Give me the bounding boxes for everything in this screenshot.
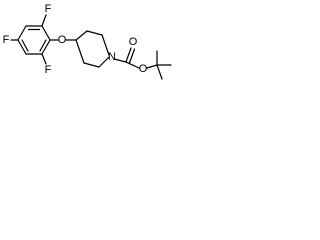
bond-c-f-bottom — [41, 53, 47, 65]
atom-label-ring-nitrogen: N — [108, 51, 116, 63]
piperidine-ring — [75, 30, 110, 68]
atom-label-fluorine-left: F — [3, 34, 10, 46]
bond-c-f-top — [41, 14, 47, 27]
atom-label-ester-oxygen: O — [139, 63, 148, 75]
atom-label-fluorine-top: F — [45, 3, 52, 15]
trifluorophenyl-ring — [17, 25, 51, 55]
chemical-structure: F F F O N O O — [3, 3, 172, 80]
boc-group — [113, 47, 172, 80]
atom-label-carbonyl-oxygen: O — [129, 36, 138, 48]
atom-label-fluorine-bottom: F — [45, 64, 52, 76]
atom-label-ether-oxygen: O — [58, 34, 67, 46]
